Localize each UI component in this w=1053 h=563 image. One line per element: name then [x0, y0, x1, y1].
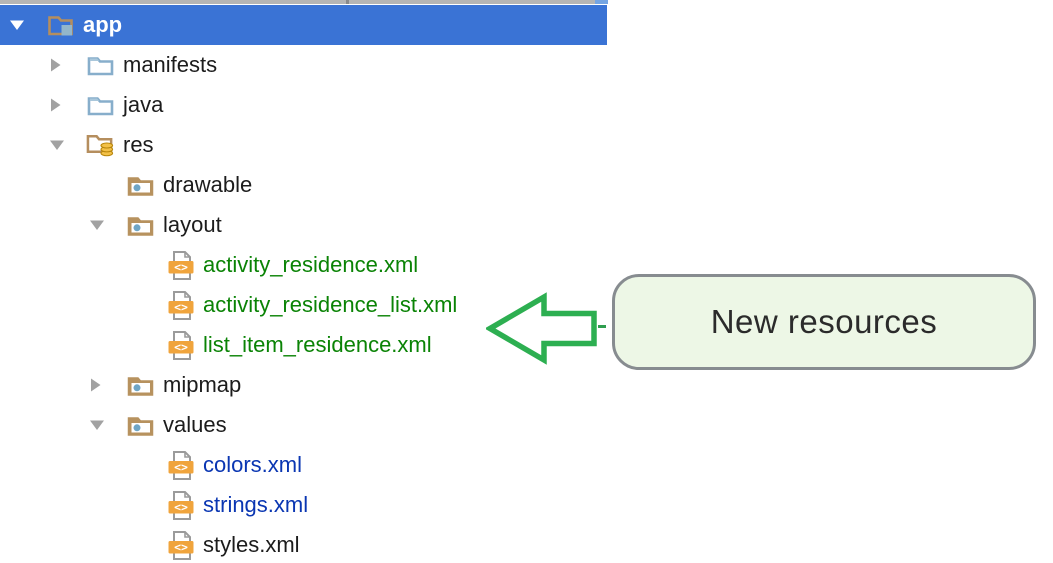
icon-slot: <> — [166, 490, 195, 521]
svg-text:<>: <> — [174, 500, 188, 514]
resource-folder-icon — [127, 176, 154, 196]
tree-item-label: manifests — [123, 52, 218, 77]
icon-slot: <> — [166, 330, 195, 361]
tree-row-drawable[interactable]: drawable — [0, 165, 607, 205]
tree-item-label: layout — [163, 212, 222, 237]
svg-text:<>: <> — [174, 460, 188, 474]
tree-row-app[interactable]: app — [0, 5, 607, 45]
tree-item-label: colors.xml — [203, 452, 303, 477]
chevron-expanded-icon[interactable] — [86, 219, 126, 232]
tree-item-label: strings.xml — [203, 492, 309, 517]
icon-slot — [86, 132, 115, 158]
icon-slot — [126, 375, 155, 396]
xml-file-icon: <> — [168, 330, 193, 360]
icon-slot — [126, 415, 155, 436]
arrow-callout-connector — [598, 325, 606, 328]
svg-text:<>: <> — [174, 340, 188, 354]
chevron-collapsed-icon[interactable] — [86, 377, 126, 393]
tree-row-mipmap[interactable]: mipmap — [0, 365, 607, 405]
tree-item-label: activity_residence_list.xml — [203, 292, 458, 317]
icon-slot — [126, 175, 155, 196]
tree-item-label: styles.xml — [203, 532, 300, 557]
callout-new-resources: New resources — [612, 274, 1036, 370]
tree-row-list-item-residence-xml[interactable]: <> list_item_residence.xml — [0, 325, 607, 365]
xml-file-icon: <> — [168, 530, 193, 560]
xml-file-icon: <> — [168, 490, 193, 520]
svg-text:<>: <> — [174, 300, 188, 314]
tree-item-label: mipmap — [163, 372, 242, 397]
chevron-expanded-icon[interactable] — [6, 19, 46, 32]
tree-item-label: values — [163, 412, 227, 437]
chevron-expanded-icon[interactable] — [46, 139, 86, 152]
tree-row-strings-xml[interactable]: <> strings.xml — [0, 485, 607, 525]
annotation-arrow-icon — [486, 292, 597, 365]
folder-icon — [87, 96, 114, 115]
icon-slot: <> — [166, 450, 195, 481]
module-folder-icon — [48, 16, 73, 36]
resource-folder-icon — [127, 216, 154, 236]
icon-slot: <> — [166, 250, 195, 281]
icon-slot: <> — [166, 290, 195, 321]
tree-row-res[interactable]: res — [0, 125, 607, 165]
icon-slot — [86, 95, 115, 116]
tree-row-manifests[interactable]: manifests — [0, 45, 607, 85]
chevron-expanded-icon[interactable] — [86, 419, 126, 432]
res-folder-icon — [86, 135, 114, 157]
xml-file-icon: <> — [168, 290, 193, 320]
icon-slot: <> — [166, 530, 195, 561]
callout-label: New resources — [710, 303, 938, 340]
svg-text:<>: <> — [174, 540, 188, 554]
icon-slot — [86, 55, 115, 76]
tree-row-values[interactable]: values — [0, 405, 607, 445]
tree-row-java[interactable]: java — [0, 85, 607, 125]
chevron-collapsed-icon[interactable] — [46, 57, 86, 73]
tree-row-layout[interactable]: layout — [0, 205, 607, 245]
tree-item-label: drawable — [163, 172, 253, 197]
resource-folder-icon — [127, 376, 154, 396]
xml-file-icon: <> — [168, 250, 193, 280]
tree-row-colors-xml[interactable]: <> colors.xml — [0, 445, 607, 485]
folder-icon — [87, 56, 114, 75]
tree-row-activity-residence-list-xml[interactable]: <> activity_residence_list.xml — [0, 285, 607, 325]
project-tree: app manifests java res drawable layout — [0, 5, 607, 563]
tree-item-label: res — [123, 132, 154, 157]
tree-row-styles-xml[interactable]: <> styles.xml — [0, 525, 607, 563]
toolbar-bottom-edge — [0, 0, 608, 4]
icon-slot — [46, 13, 75, 37]
chevron-collapsed-icon[interactable] — [46, 97, 86, 113]
tree-item-label: list_item_residence.xml — [203, 332, 432, 357]
resource-folder-icon — [127, 416, 154, 436]
svg-text:<>: <> — [174, 260, 188, 274]
toolbar-divider-tick — [346, 0, 349, 4]
tree-item-label: activity_residence.xml — [203, 252, 419, 277]
scrollbar-nub — [595, 0, 608, 4]
tree-row-activity-residence-xml[interactable]: <> activity_residence.xml — [0, 245, 607, 285]
tree-item-label: java — [123, 92, 164, 117]
xml-file-icon: <> — [168, 450, 193, 480]
tree-item-label: app — [83, 12, 123, 37]
icon-slot — [126, 215, 155, 236]
